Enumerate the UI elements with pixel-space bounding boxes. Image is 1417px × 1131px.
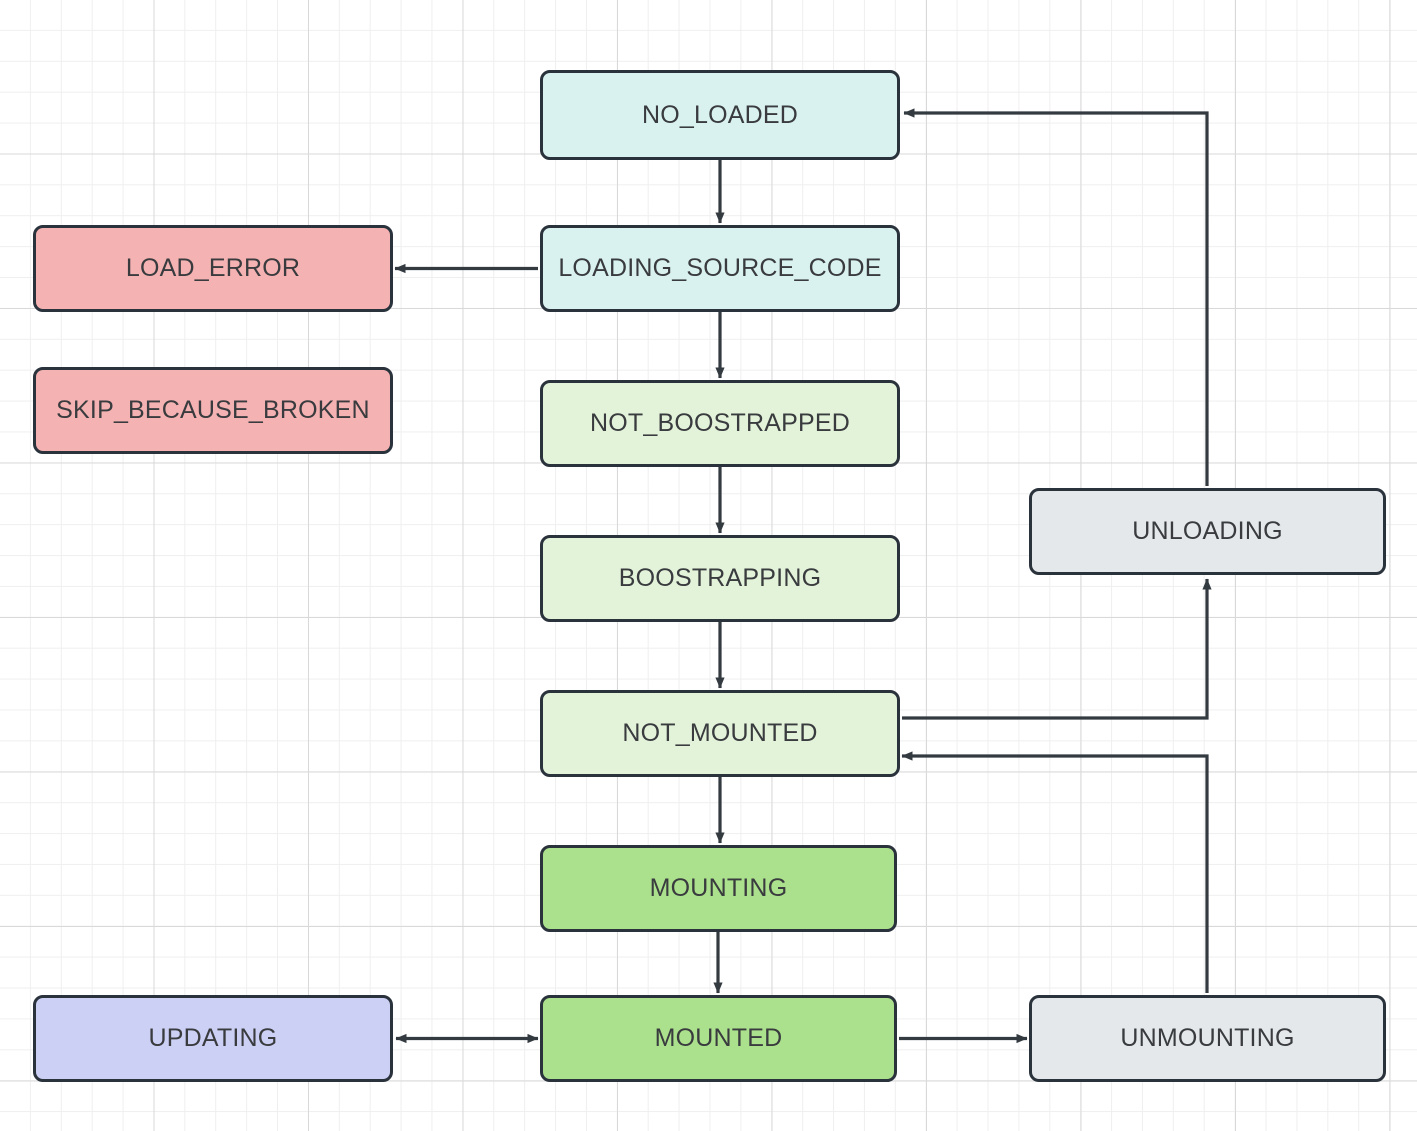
node-not-boostrapped[interactable]: NOT_BOOSTRAPPED: [540, 380, 900, 467]
node-loading-source-code[interactable]: LOADING_SOURCE_CODE: [540, 225, 900, 312]
node-label: UNMOUNTING: [1120, 1024, 1295, 1052]
node-unmounting[interactable]: UNMOUNTING: [1029, 995, 1386, 1082]
node-unloading[interactable]: UNLOADING: [1029, 488, 1386, 575]
node-label: LOAD_ERROR: [125, 254, 301, 282]
node-label: LOADING_SOURCE_CODE: [558, 254, 882, 282]
node-updating[interactable]: UPDATING: [33, 995, 393, 1082]
node-label: UPDATING: [148, 1024, 278, 1052]
node-label: UNLOADING: [1132, 517, 1283, 545]
node-label: SKIP_BECAUSE_BROKEN: [56, 396, 370, 424]
node-label: BOOSTRAPPING: [618, 564, 822, 592]
node-label: MOUNTED: [654, 1024, 783, 1052]
edge-unmounting-to-not-mounted: [901, 751, 1209, 993]
node-mounting[interactable]: MOUNTING: [540, 845, 897, 932]
node-skip-because-broken[interactable]: SKIP_BECAUSE_BROKEN: [33, 367, 393, 454]
node-mounted[interactable]: MOUNTED: [540, 995, 897, 1082]
edge-unloading-to-no-loaded: [903, 108, 1209, 486]
node-load-error[interactable]: LOAD_ERROR: [33, 225, 393, 312]
node-not-mounted[interactable]: NOT_MOUNTED: [540, 690, 900, 777]
node-label: NO_LOADED: [641, 100, 798, 129]
edge-not-mounted-to-unloading: [902, 578, 1212, 720]
node-boostrapping[interactable]: BOOSTRAPPING: [540, 535, 900, 622]
node-no-loaded[interactable]: NO_LOADED: [540, 70, 900, 160]
node-label: NOT_BOOSTRAPPED: [590, 409, 850, 437]
node-label: MOUNTING: [649, 874, 788, 902]
node-label: NOT_MOUNTED: [622, 719, 818, 747]
